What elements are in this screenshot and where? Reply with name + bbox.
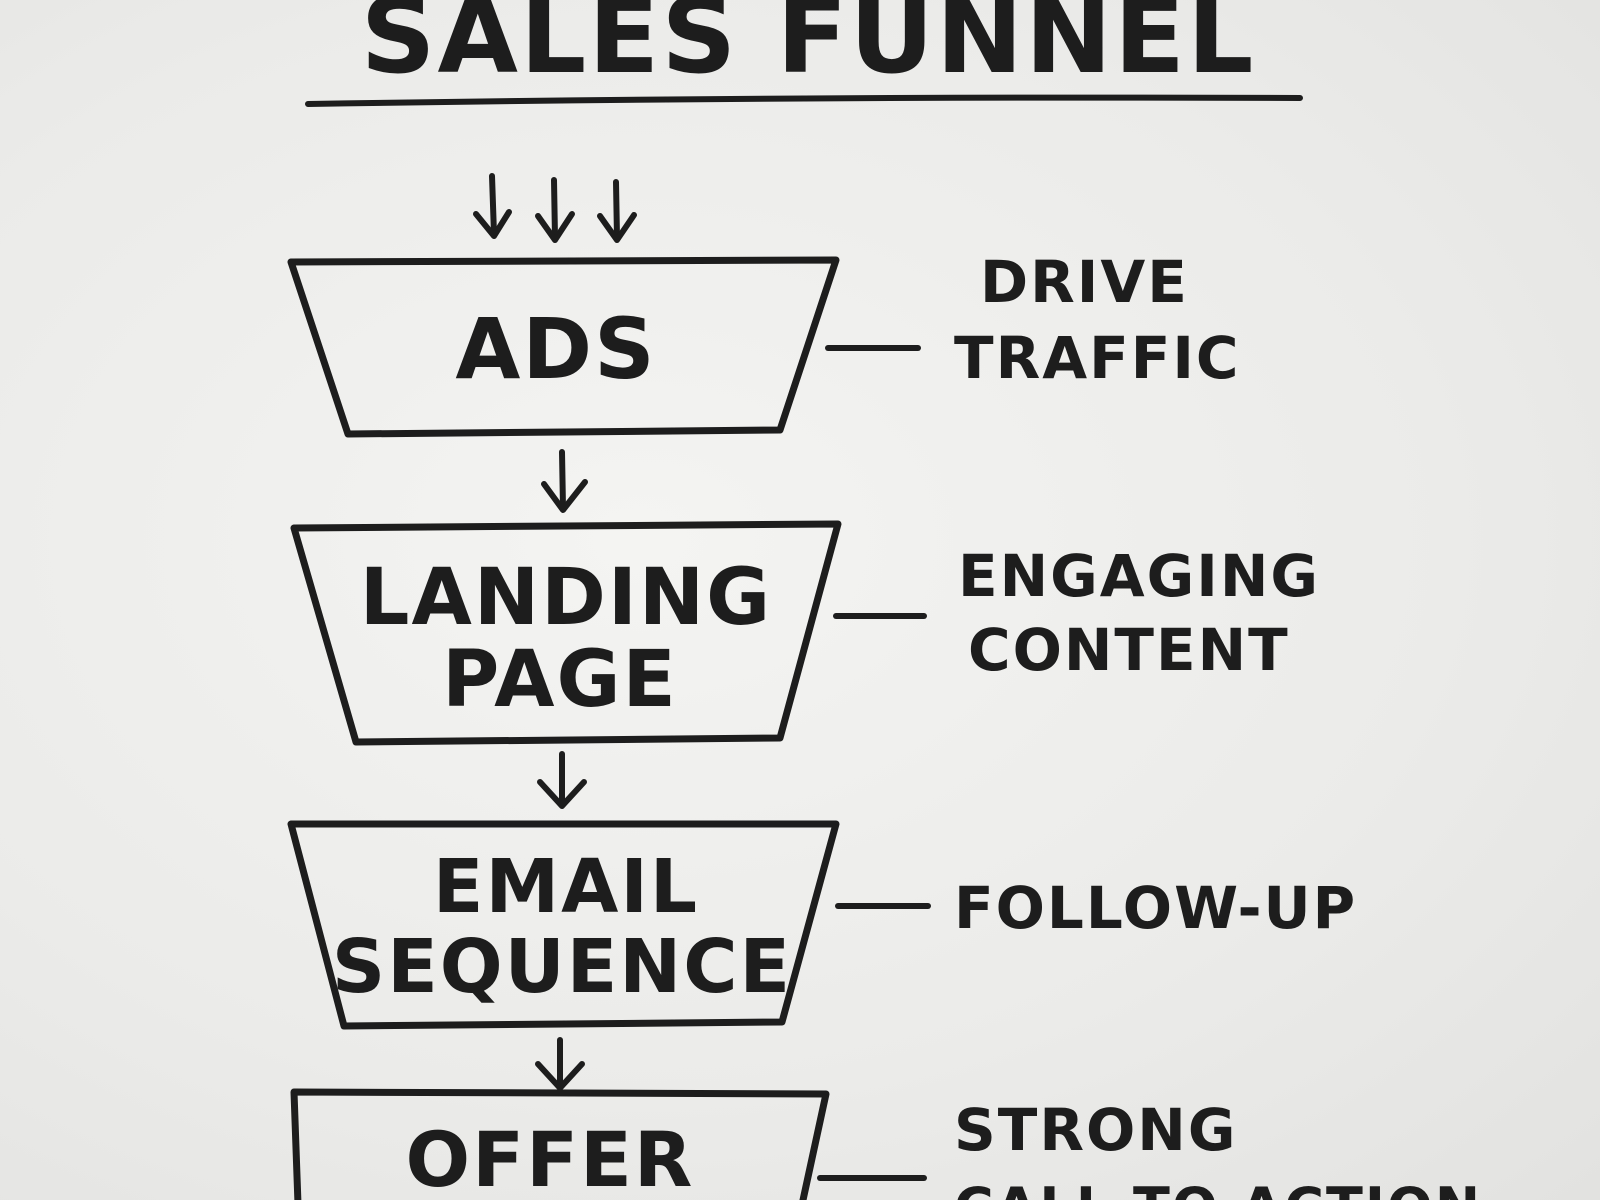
- stage-label: EMAIL: [433, 844, 699, 930]
- arrow-down-icon: [473, 173, 512, 239]
- stage-note-line: TRAFFIC: [954, 324, 1241, 392]
- stage-label: ADS: [455, 300, 656, 398]
- stage-note-line: CONTENT: [968, 616, 1290, 684]
- stage-note-line: DRIVE: [980, 248, 1189, 316]
- stage-label: LANDING: [360, 553, 772, 643]
- arrow-down-icon: [541, 449, 588, 513]
- stage-label: OFFER: [406, 1115, 695, 1200]
- stage-note-line: FOLLOW-UP: [954, 874, 1357, 942]
- funnel-block: [290, 520, 842, 746]
- stage-note-line: STRONG: [954, 1096, 1237, 1164]
- stage-label: SEQUENCE: [332, 924, 792, 1010]
- stage-note-line: ENGAGING: [958, 542, 1320, 610]
- title-underline: [305, 94, 1303, 107]
- arrow-down-icon: [597, 179, 637, 243]
- arrow-down-icon: [537, 751, 587, 809]
- funnel-stage-ads: ADS DRIVE TRAFFIC: [287, 248, 1241, 438]
- entry-arrows: [473, 173, 637, 243]
- stage-label: PAGE: [442, 635, 678, 725]
- funnel-stage-email-sequence: EMAIL SEQUENCE FOLLOW-UP: [287, 820, 1357, 1030]
- stage-note-line: CALL TO ACTION: [954, 1176, 1482, 1200]
- funnel-stage-landing-page: LANDING PAGE ENGAGING CONTENT: [290, 520, 1320, 746]
- arrow-down-icon: [535, 177, 575, 243]
- funnel-block: [287, 820, 840, 1030]
- diagram-title: SALES FUNNEL: [361, 0, 1256, 97]
- arrow-down-icon: [535, 1037, 585, 1091]
- funnel-stage-offer: OFFER STRONG CALL TO ACTION: [290, 1088, 1482, 1200]
- funnel-block: [287, 256, 840, 438]
- funnel-block: [290, 1088, 830, 1200]
